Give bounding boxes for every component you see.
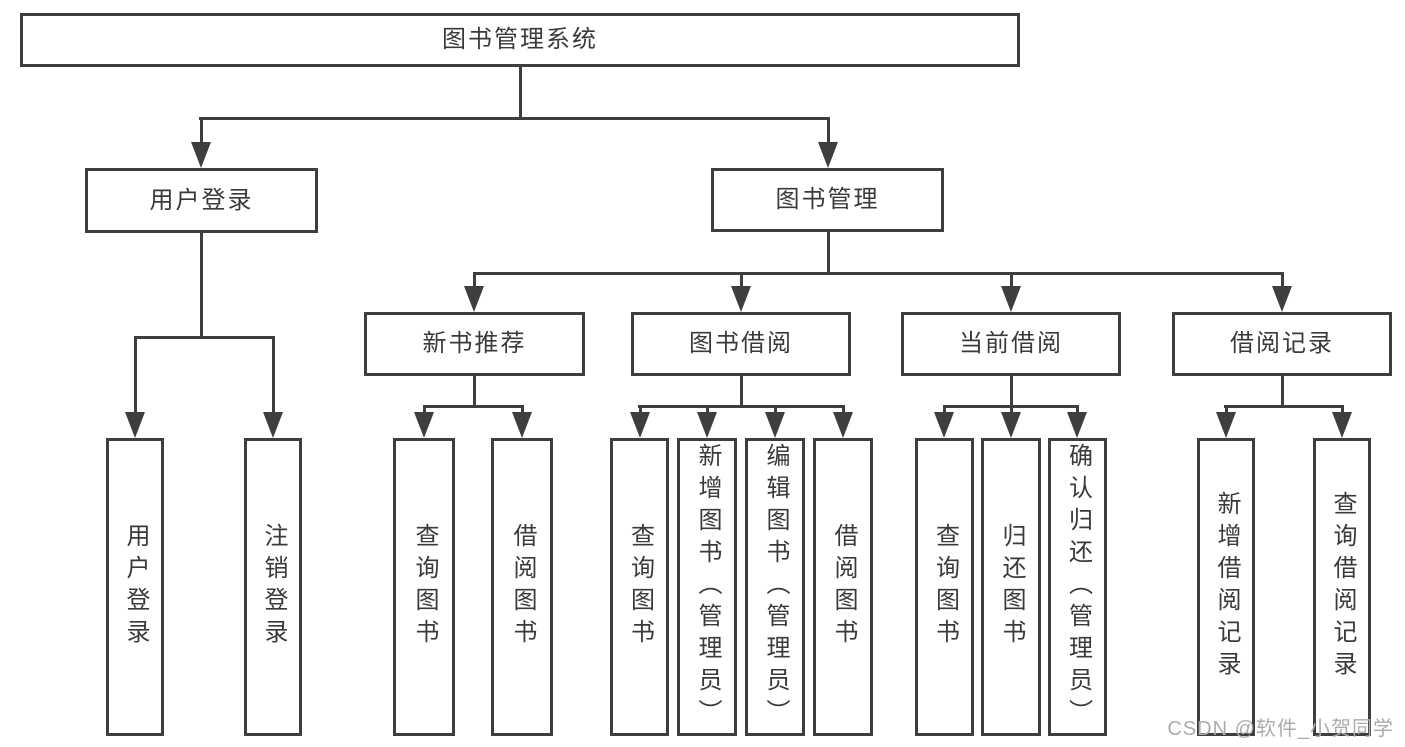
arrow-down-icon — [464, 286, 484, 312]
arrow-down-icon — [1216, 412, 1236, 438]
connector-line — [1224, 405, 1344, 408]
leaf-add-borrow-record: 新增借阅记录 — [1197, 438, 1255, 736]
leaf-edit-book-admin-label: 编辑图书（管理员） — [762, 443, 789, 731]
node-book-borrowing-label: 图书借阅 — [689, 330, 793, 357]
leaf-user-login-label: 用户登录 — [122, 523, 149, 651]
leaf-query-borrow-record: 查询借阅记录 — [1313, 438, 1371, 736]
leaf-query-book-borrowing-label: 查询图书 — [626, 523, 654, 651]
leaf-logout-login-label: 注销登录 — [260, 523, 287, 651]
connector-line — [199, 117, 830, 120]
watermark: CSDN @软件_小贺同学 — [1167, 718, 1394, 740]
leaf-query-book-current: 查询图书 — [915, 438, 974, 736]
leaf-add-book-admin: 新增图书（管理员） — [677, 438, 737, 736]
arrow-down-icon — [125, 412, 145, 438]
node-book-management: 图书管理 — [711, 168, 944, 232]
node-current-borrowing-label: 当前借阅 — [959, 330, 1063, 357]
connector-stub — [1010, 272, 1013, 294]
connector-line — [638, 405, 845, 408]
leaf-borrow-book-recommend: 借阅图书 — [491, 438, 553, 736]
connector-line — [473, 272, 1284, 275]
arrow-down-icon — [1332, 412, 1352, 438]
connector-stub — [740, 272, 743, 294]
connector-stub — [1281, 272, 1284, 294]
connector-stub — [134, 336, 137, 420]
node-book-management-label: 图书管理 — [775, 186, 880, 213]
connector-stub — [200, 117, 203, 150]
leaf-add-borrow-record-label: 新增借阅记录 — [1213, 491, 1240, 683]
leaf-add-book-admin-label: 新增图书（管理员） — [694, 443, 721, 731]
node-book-borrowing: 图书借阅 — [631, 312, 851, 376]
node-library-system-label: 图书管理系统 — [442, 26, 598, 53]
leaf-query-book-current-label: 查询图书 — [931, 523, 959, 651]
leaf-return-book: 归还图书 — [981, 438, 1041, 736]
node-new-book-recommend: 新书推荐 — [364, 312, 585, 376]
arrow-down-icon — [191, 142, 211, 168]
arrow-down-icon — [833, 412, 853, 438]
node-borrow-records-label: 借阅记录 — [1230, 330, 1334, 357]
arrow-down-icon — [1272, 286, 1292, 312]
arrow-down-icon — [512, 412, 532, 438]
node-current-borrowing: 当前借阅 — [901, 312, 1121, 376]
connector-line — [134, 336, 275, 339]
connector-line — [423, 405, 524, 408]
leaf-confirm-return-admin: 确认归还（管理员） — [1048, 438, 1107, 736]
leaf-logout-login: 注销登录 — [244, 438, 302, 736]
leaf-user-login: 用户登录 — [106, 438, 164, 736]
connector-line — [827, 232, 830, 275]
arrow-down-icon — [818, 142, 838, 168]
connector-line — [740, 376, 743, 408]
leaf-query-book-borrowing: 查询图书 — [610, 438, 669, 736]
arrow-down-icon — [731, 286, 751, 312]
connector-line — [519, 66, 522, 120]
leaf-borrow-book-label: 借阅图书 — [830, 523, 857, 651]
arrow-down-icon — [414, 412, 434, 438]
node-user-login: 用户登录 — [85, 168, 318, 233]
leaf-query-book-recommend-label: 查询图书 — [411, 523, 438, 651]
arrow-down-icon — [1001, 412, 1021, 438]
leaf-query-book-recommend: 查询图书 — [393, 438, 455, 736]
connector-line — [1010, 376, 1013, 408]
connector-stub — [827, 117, 830, 150]
leaf-return-book-label: 归还图书 — [998, 523, 1025, 651]
node-user-login-label: 用户登录 — [149, 186, 254, 214]
leaf-query-borrow-record-label: 查询借阅记录 — [1329, 491, 1356, 683]
connector-line — [1281, 376, 1284, 408]
arrow-down-icon — [765, 412, 785, 438]
arrow-down-icon — [697, 412, 717, 438]
leaf-borrow-book: 借阅图书 — [813, 438, 873, 736]
leaf-edit-book-admin: 编辑图书（管理员） — [745, 438, 805, 736]
arrow-down-icon — [934, 412, 954, 438]
arrow-down-icon — [630, 412, 650, 438]
leaf-confirm-return-admin-label: 确认归还（管理员） — [1064, 443, 1092, 731]
leaf-borrow-book-recommend-label: 借阅图书 — [509, 523, 536, 651]
arrow-down-icon — [1067, 412, 1087, 438]
arrow-down-icon — [263, 412, 283, 438]
connector-line — [200, 233, 203, 339]
arrow-down-icon — [1001, 286, 1021, 312]
node-borrow-records: 借阅记录 — [1172, 312, 1392, 376]
connector-line — [473, 376, 476, 408]
node-library-system: 图书管理系统 — [20, 13, 1020, 67]
node-new-book-recommend-label: 新书推荐 — [422, 330, 527, 357]
connector-stub — [272, 336, 275, 420]
connector-stub — [473, 272, 476, 294]
